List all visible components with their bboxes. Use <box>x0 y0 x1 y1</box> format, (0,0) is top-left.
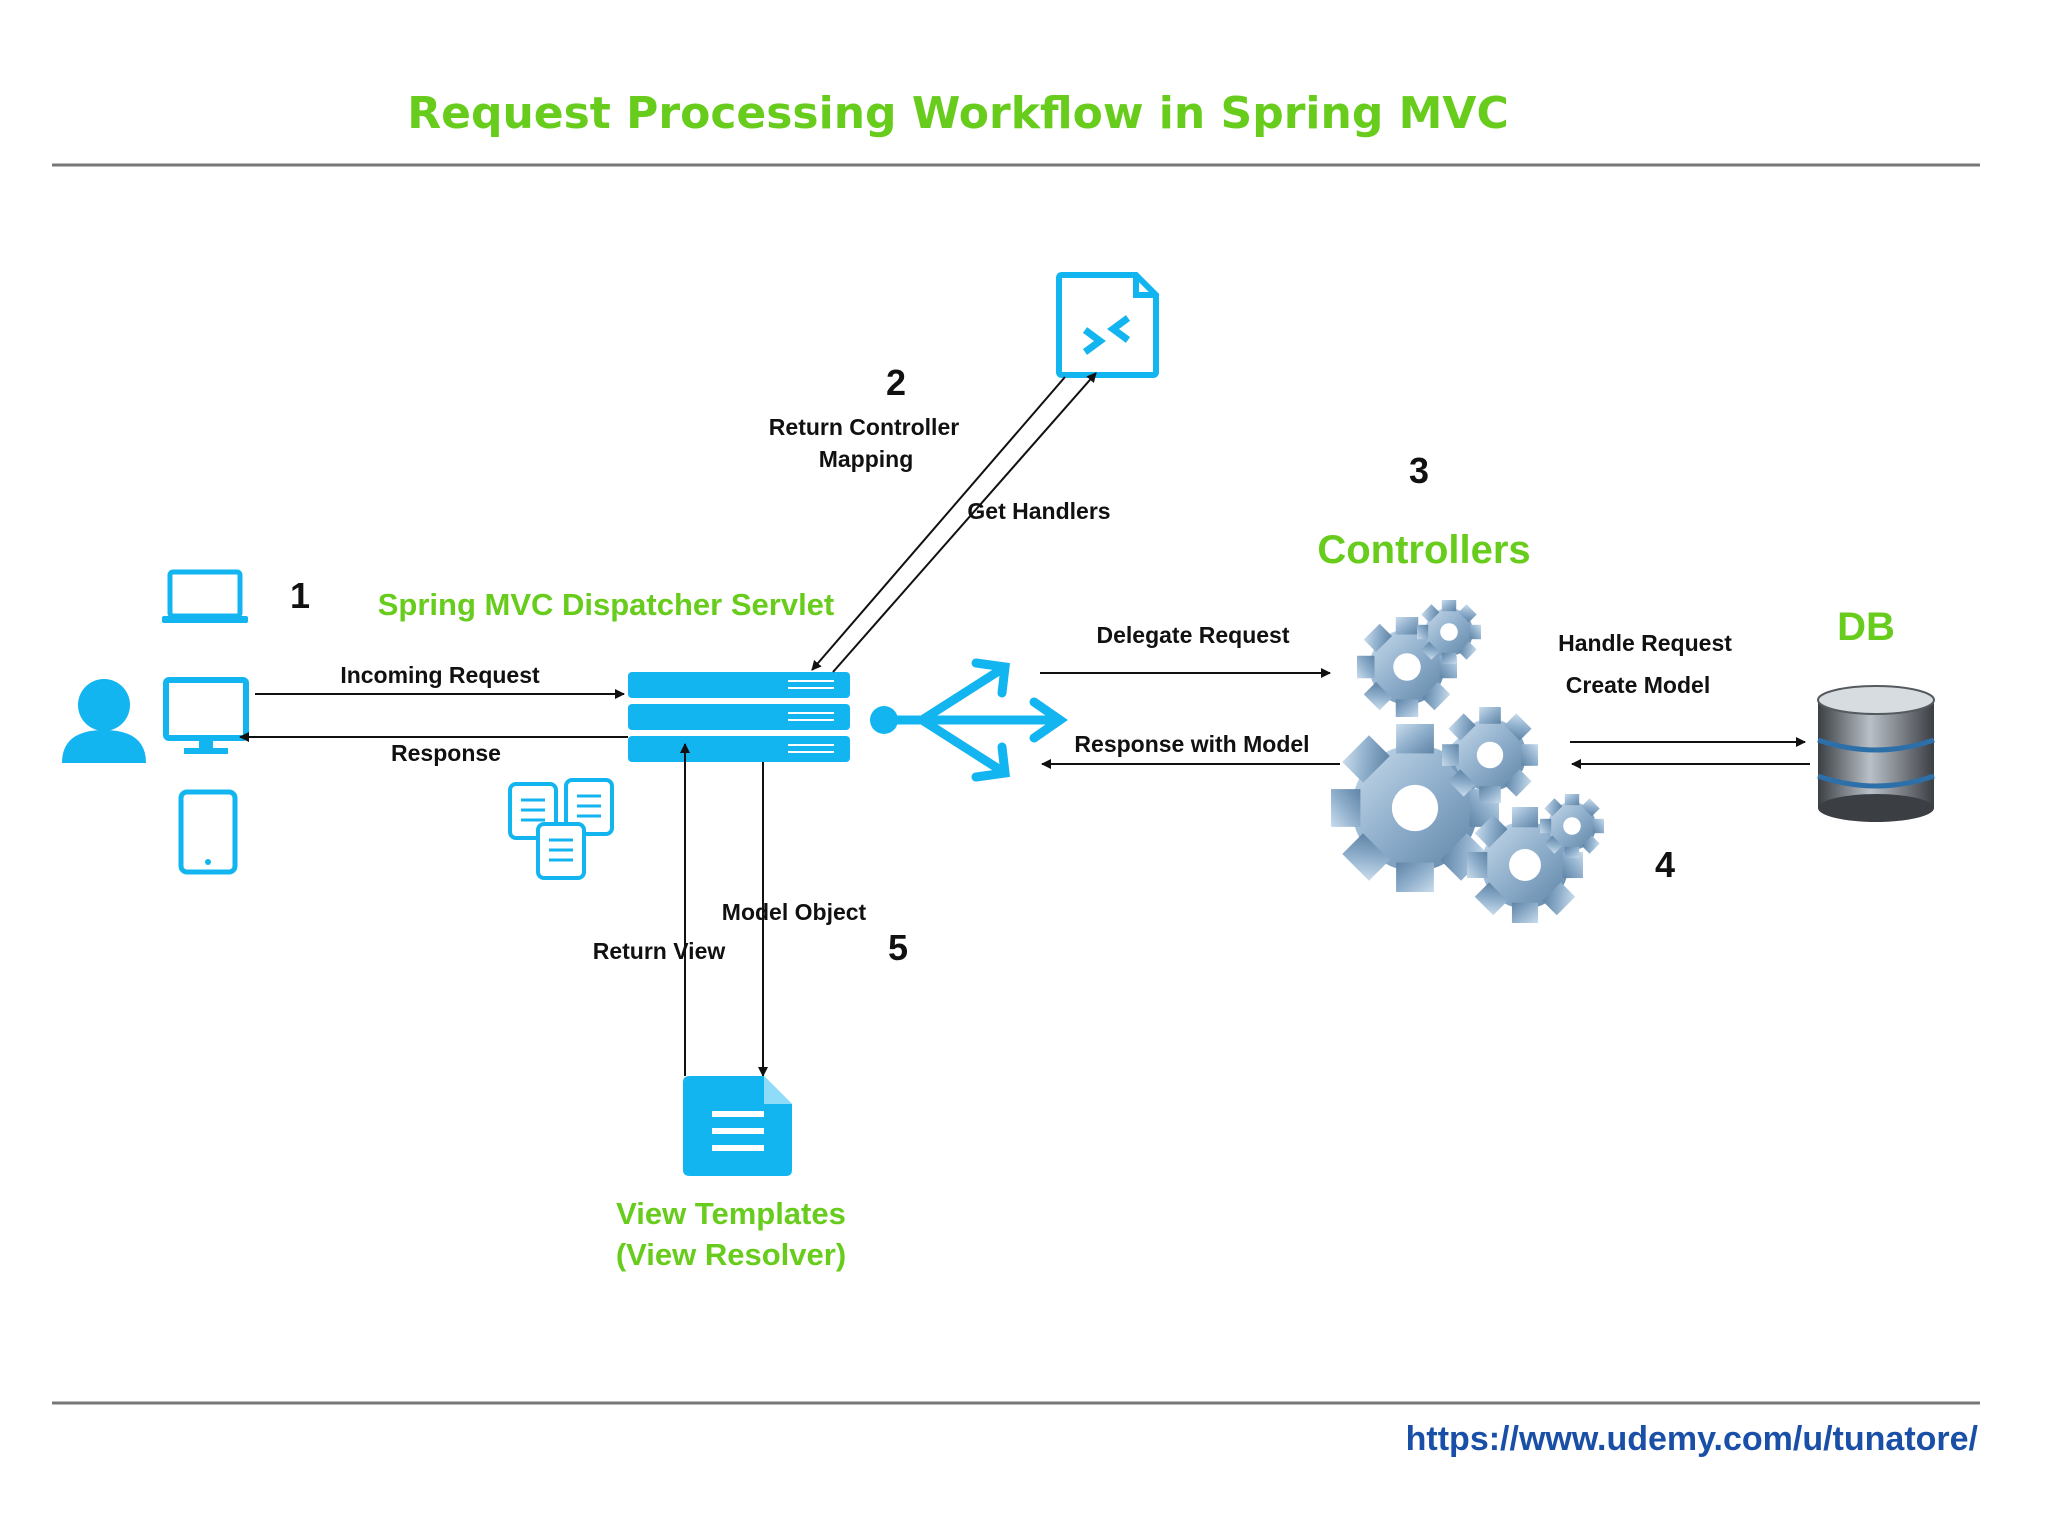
page-title: Request Processing Workflow in Spring MV… <box>407 88 1509 139</box>
handler-mapping-icon <box>1056 272 1159 378</box>
model-object-label: Model Object <box>722 899 867 925</box>
laptop-icon <box>162 569 248 623</box>
return-view-label: Return View <box>593 938 726 964</box>
step-1-number: 1 <box>290 575 310 616</box>
incoming-request-label: Incoming Request <box>340 662 540 688</box>
handle-request-label: Handle Request <box>1558 630 1732 656</box>
get-handlers-label: Get Handlers <box>967 498 1110 524</box>
return-controller-label-line2: Mapping <box>819 446 914 472</box>
server-stack-icon <box>628 672 850 762</box>
dispatcher-servlet-label: Spring MVC Dispatcher Servlet <box>378 587 835 622</box>
documents-icon <box>508 778 614 880</box>
create-model-label: Create Model <box>1566 672 1710 698</box>
response-label: Response <box>391 740 501 766</box>
view-templates-label-line1: View Templates <box>616 1196 846 1231</box>
database-icon <box>1817 685 1935 822</box>
return-controller-label-line1: Return Controller <box>769 414 959 440</box>
user-icon <box>62 679 146 763</box>
monitor-icon <box>163 677 249 754</box>
fork-arrow-icon <box>870 658 1068 782</box>
template-file-icon <box>683 1076 792 1176</box>
controllers-label: Controllers <box>1317 528 1530 572</box>
step-4-number: 4 <box>1655 844 1675 885</box>
delegate-request-label: Delegate Request <box>1096 622 1289 648</box>
step-3-number: 3 <box>1409 450 1429 491</box>
get-handlers-arrow <box>832 372 1097 673</box>
tablet-icon <box>178 789 238 875</box>
return-controller-mapping-arrow <box>811 376 1066 671</box>
step-5-number: 5 <box>888 927 908 968</box>
step-2-number: 2 <box>886 362 906 403</box>
response-with-model-label: Response with Model <box>1074 731 1309 757</box>
db-label: DB <box>1837 605 1895 649</box>
view-templates-label-line2: (View Resolver) <box>616 1237 846 1272</box>
footer-link[interactable]: https://www.udemy.com/u/tunatore/ <box>1406 1420 1979 1458</box>
